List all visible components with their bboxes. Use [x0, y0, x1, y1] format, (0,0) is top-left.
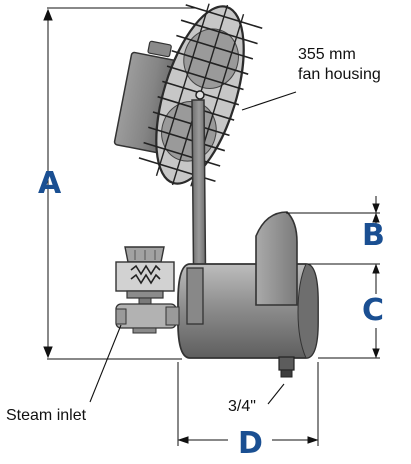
dimension-b-label: B — [362, 218, 385, 253]
drain-size-label: 3/4" — [228, 398, 256, 415]
dimension-b-line — [286, 196, 380, 225]
steam-trap — [115, 246, 180, 334]
fan-housing — [113, 3, 263, 187]
fan-housing-leader — [241, 91, 297, 111]
steam-outlet — [255, 211, 298, 306]
dimension-a-label: A — [38, 166, 62, 201]
steam-inlet-leader — [89, 324, 122, 403]
fan-size-label: 355 mm — [298, 46, 356, 63]
fan-motor-cap — [147, 40, 172, 58]
dimension-c-label: C — [362, 293, 385, 328]
dimension-a-line — [43, 7, 195, 360]
pole-bracket — [186, 267, 204, 325]
drain-fitting — [278, 356, 295, 378]
dimension-d-label: D — [238, 426, 263, 461]
fan-housing-label: fan housing — [298, 66, 381, 83]
drain-leader — [267, 383, 285, 405]
dimension-d-line — [177, 362, 319, 446]
steam-inlet-label: Steam inlet — [6, 407, 87, 424]
dimension-c-line — [308, 263, 380, 359]
